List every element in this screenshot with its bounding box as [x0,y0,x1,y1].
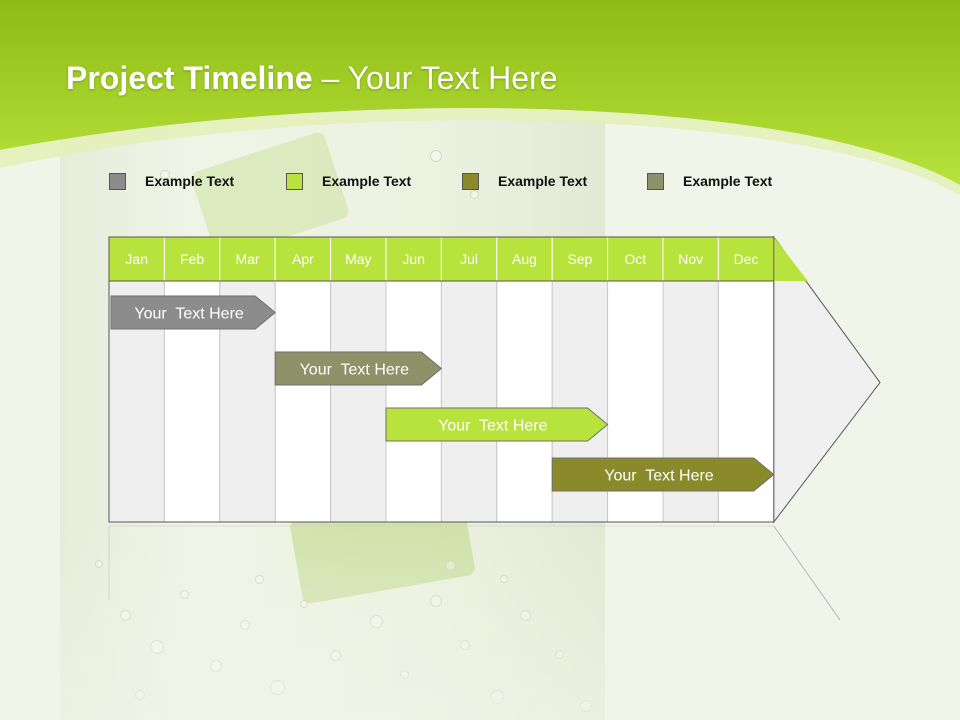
legend-swatch [647,172,664,190]
title-bold: Project Timeline [66,60,313,96]
month-header-cell [717,236,775,282]
bubble-decoration [160,170,170,180]
month-header-cell [440,236,498,282]
month-label: Jul [460,251,478,267]
task-bar [385,407,609,442]
legend-item: Example Text [286,171,411,191]
month-column [330,280,387,523]
legend-item: Example Text [647,171,772,191]
header-wave [0,0,960,185]
task-bar-label: Your Text Here [604,468,714,485]
legend-item: Example Text [109,171,234,191]
month-label: May [345,251,371,267]
timeline-frame [108,236,775,523]
legend-swatch [109,172,126,190]
task-bar [551,457,775,492]
legend-item: Example Text [462,171,587,191]
legend-swatch [462,172,479,190]
legend-label: Example Text [322,173,412,189]
bubble-decoration [430,150,442,162]
task-bar-label: Your Text Here [134,306,244,323]
month-label: Mar [235,251,259,267]
month-label: Jun [402,251,425,267]
month-column [274,280,332,523]
legend-label: Example Text [498,173,588,189]
month-column [440,280,498,523]
month-column [385,280,442,523]
month-label: Jan [125,251,148,267]
page-title: Project Timeline – Your Text Here [66,60,558,97]
month-label: Nov [678,251,703,267]
legend-label: Example Text [683,173,773,189]
legend-swatch [286,172,303,190]
legend-label: Example Text [145,173,235,189]
header-banner [0,0,960,195]
task-bar-label: Your Text Here [300,362,410,379]
month-column [496,280,553,523]
task-bar [110,295,276,330]
task-bar-label: Your Text Here [438,418,548,435]
header-wave-highlight [0,108,960,195]
reflection-line [773,525,841,621]
month-label: Apr [292,251,314,267]
month-label: Dec [734,251,759,267]
month-label: Feb [180,251,204,267]
bubble-decoration [470,190,479,199]
title-subtitle: – Your Text Here [312,60,558,96]
month-label: Aug [512,251,537,267]
month-label: Sep [567,251,592,267]
arrow-head-band [773,237,808,281]
bottom-fade [0,520,960,720]
month-label: Oct [624,251,646,267]
task-bar [274,351,443,386]
